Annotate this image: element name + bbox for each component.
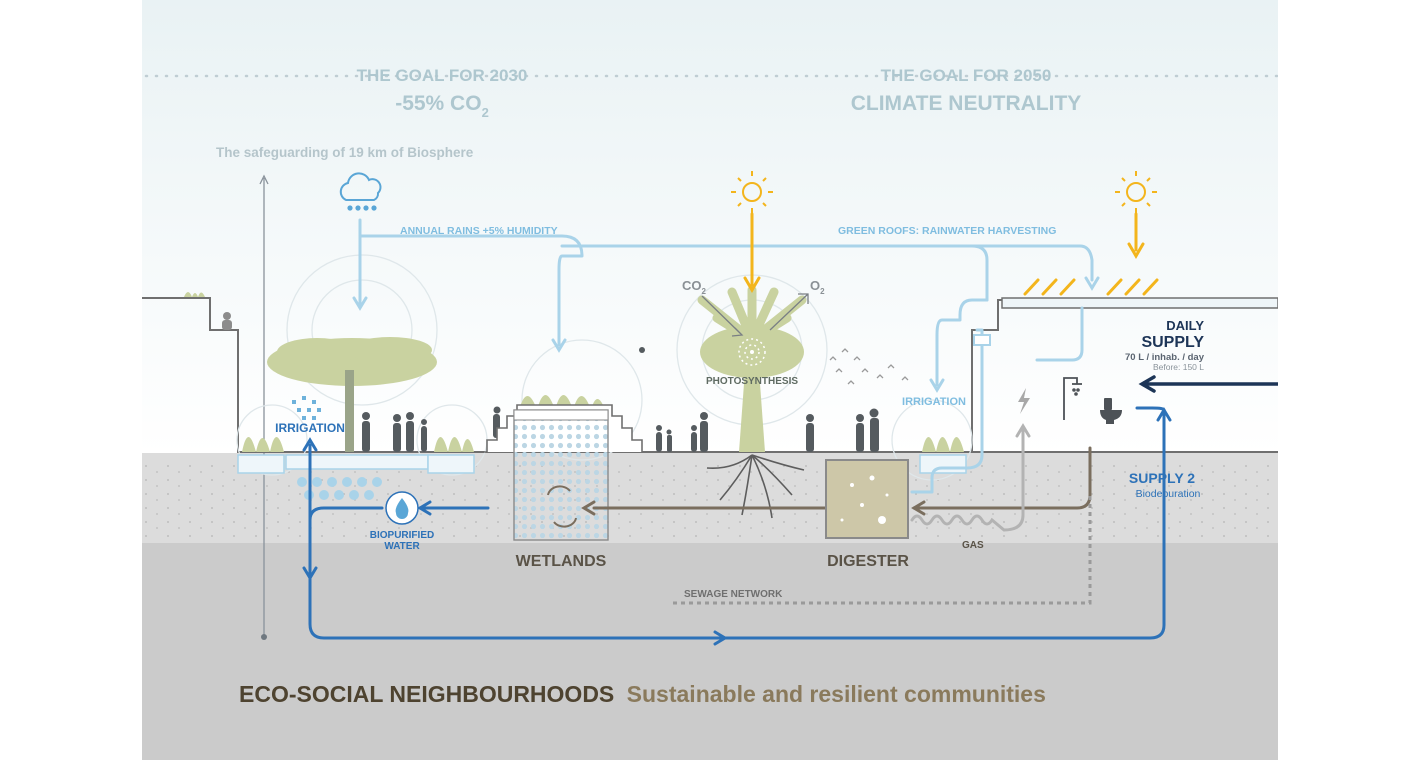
wetlands-cycle-icon: [547, 485, 577, 528]
sun-icon-right: [1115, 171, 1157, 213]
wastewater-arrow-digester: [911, 500, 926, 516]
electricity-icon: [1018, 388, 1030, 414]
footer-title-bold: ECO-SOCIAL NEIGHBOURHOODS: [239, 681, 614, 707]
people-silhouettes: [362, 347, 879, 452]
supply2-title: SUPPLY 2: [1129, 470, 1195, 486]
photosynthesis-label: PHOTOSYNTHESIS: [706, 376, 798, 387]
supply2-arrow-bottom: [713, 630, 728, 646]
rain-arrow-left: [352, 296, 368, 311]
tree-palm-center: [697, 285, 807, 452]
daily-supply-line2: SUPPLY: [1141, 334, 1204, 351]
rain-cloud-icon: [339, 172, 382, 211]
footer-title-light: Sustainable and resilient communities: [627, 681, 1046, 707]
gas-line: [910, 428, 1025, 532]
scale-end-dot: [261, 634, 267, 640]
shower-icon: [1063, 377, 1082, 420]
sewage-network-line: [672, 496, 1092, 605]
birds: [829, 348, 909, 385]
o2-arrow: [769, 293, 809, 331]
cistern-box: [973, 334, 991, 346]
rain-arrow-roof: [1084, 276, 1100, 291]
wetlands-label: WETLANDS: [516, 553, 607, 570]
goal-2050-value: CLIMATE NEUTRALITY: [851, 92, 1082, 115]
scale-arrow-icon: [259, 174, 269, 185]
o2-label: O2: [810, 278, 825, 296]
biosphere-note: The safeguarding of 19 km of Biosphere: [216, 145, 474, 160]
irrigation-right-label: IRRIGATION: [902, 396, 966, 408]
supply2-subtitle: Biodepuration: [1136, 488, 1201, 500]
daily-supply-arrow: [1138, 375, 1278, 393]
water-drop-icon: [385, 491, 419, 525]
daily-supply-line1: DAILY: [1166, 318, 1204, 333]
sun-icon-center: [731, 171, 773, 213]
goal-2030-heading: THE GOAL FOR 2030: [357, 66, 528, 85]
eco-social-diagram: THE GOAL FOR 2030 -55% CO2 THE GOAL FOR …: [142, 0, 1278, 760]
rainwater-flow-lines: [358, 218, 1094, 494]
goal-2030-value: -55% CO2: [395, 92, 489, 120]
tree-left: [267, 337, 437, 452]
biopurified-label-2: WATER: [384, 541, 420, 552]
ground-upper-texture: [142, 460, 1278, 540]
gas-arrow-up: [1015, 423, 1031, 438]
daily-supply-rate: 70 L / inhab. / day: [1125, 352, 1205, 363]
footer-title: ECO-SOCIAL NEIGHBOURHOODS Sustainable an…: [239, 681, 1046, 707]
supply2-arrow-left-down: [302, 566, 318, 581]
diagram-canvas: THE GOAL FOR 2030 -55% CO2 THE GOAL FOR …: [142, 0, 1278, 760]
co2-label: CO2: [682, 278, 707, 296]
cliff-plants: [184, 292, 205, 297]
sunlight-arrow-center: [743, 212, 761, 293]
digester-tank: [825, 459, 909, 539]
sprinkler-drops: [292, 396, 321, 420]
irrigation-left-label: IRRIGATION: [275, 421, 345, 435]
sunlight-arrow-right: [1127, 212, 1145, 259]
wetlands-tank: [513, 409, 609, 541]
wastewater-arrow-wetlands: [581, 500, 596, 516]
green-roof-slab: [1001, 297, 1278, 309]
green-roofs-label: GREEN ROOFS: RAINWATER HARVESTING: [838, 225, 1056, 237]
biopurified-label-1: BIOPURIFIED: [370, 530, 434, 541]
goal-2050-heading: THE GOAL FOR 2050: [881, 66, 1052, 85]
co2-arrow: [701, 295, 744, 337]
wastewater-flow: [592, 446, 1092, 510]
terrain-left: [142, 297, 1278, 453]
annual-rains-label: ANNUAL RAINS +5% HUMIDITY: [400, 225, 558, 237]
sewage-network-label: SEWAGE NETWORK: [684, 589, 783, 600]
irrigation-arrow-right: [929, 378, 945, 393]
person-sitting-body: [222, 320, 232, 330]
toilet-icon: [1100, 398, 1122, 424]
supply2-arrow-up: [1156, 407, 1172, 422]
digester-label: DIGESTER: [827, 553, 909, 570]
rain-arrow-center: [551, 338, 567, 353]
tree-roots: [706, 454, 805, 519]
person-sitting: [223, 312, 231, 320]
irrigation-arrow-left: [302, 437, 318, 452]
daily-supply-before: Before: 150 L: [1153, 362, 1204, 372]
gas-label: GAS: [962, 540, 984, 551]
biopurified-arrow: [417, 500, 432, 516]
solar-panels: [1023, 278, 1159, 296]
